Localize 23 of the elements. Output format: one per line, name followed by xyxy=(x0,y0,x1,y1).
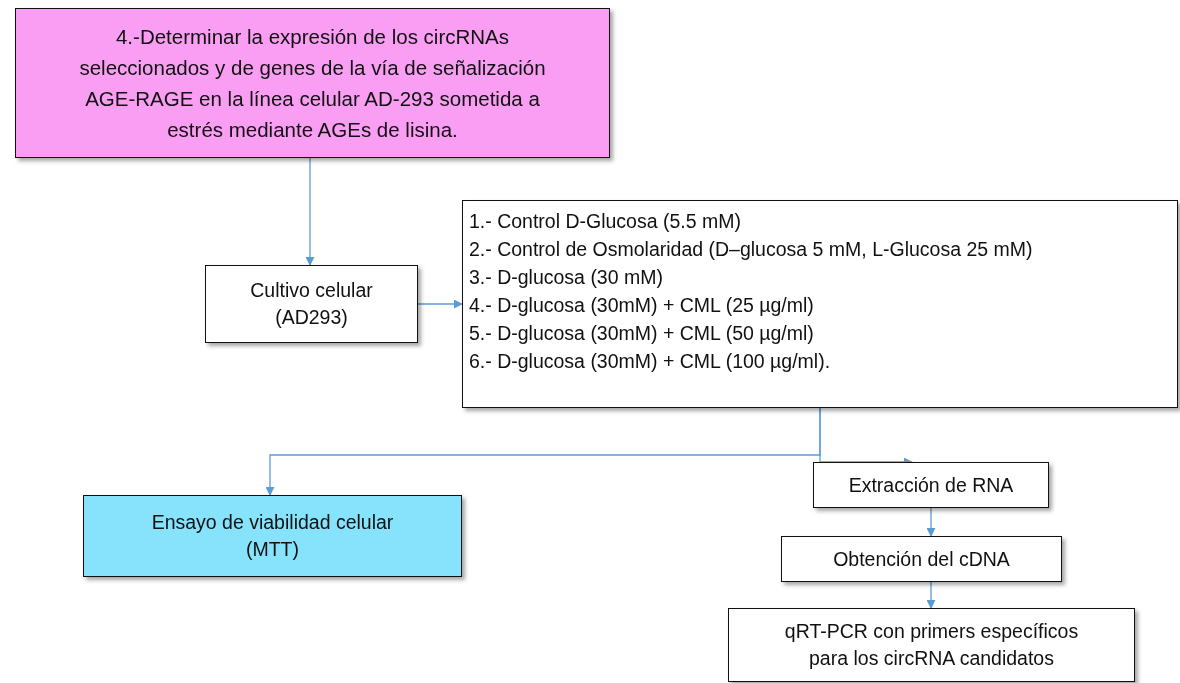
box-text: Ensayo de viabilidad celular (MTT) xyxy=(150,510,395,562)
arrow xyxy=(926,581,936,609)
process-box xyxy=(728,608,1135,682)
box-text: 4.-Determinar la expresión de los circRNAs seleccionados y de genes de la vía de señalización AGE-RAGE en la línea celular AD-293 sometida a estrés mediante AGEs de lisina. xyxy=(78,24,547,143)
list-item: 1.- Control D-Glucosa (5.5 mM) xyxy=(469,209,741,234)
box-text: Extracción de RNA xyxy=(848,472,1014,498)
list-item: 6.- D-glucosa (30mM) + CML (100 µg/ml). xyxy=(469,349,831,374)
process-box xyxy=(781,536,1062,582)
arrow xyxy=(926,507,936,537)
arrow xyxy=(417,299,463,309)
arrow xyxy=(305,157,315,266)
box-text: Cultivo celular (AD293) xyxy=(249,278,374,330)
box-text: qRT-PCR con primers específicos para los circRNA candidatos xyxy=(783,619,1080,671)
process-box xyxy=(813,462,1049,508)
process-box xyxy=(83,495,462,577)
process-box xyxy=(205,265,418,343)
list-item: 2.- Control de Osmolaridad (D–glucosa 5 mM, L-Glucosa 25 mM) xyxy=(469,237,1033,262)
process-box xyxy=(15,8,610,158)
list-item: 5.- D-glucosa (30mM) + CML (50 µg/ml) xyxy=(469,321,814,346)
list-item: 4.- D-glucosa (30mM) + CML (25 µg/ml) xyxy=(469,293,814,318)
list-item: 3.- D-glucosa (30 mM) xyxy=(469,265,663,290)
box-text: Obtención del cDNA xyxy=(833,546,1010,572)
condition-list-box xyxy=(462,200,1178,408)
